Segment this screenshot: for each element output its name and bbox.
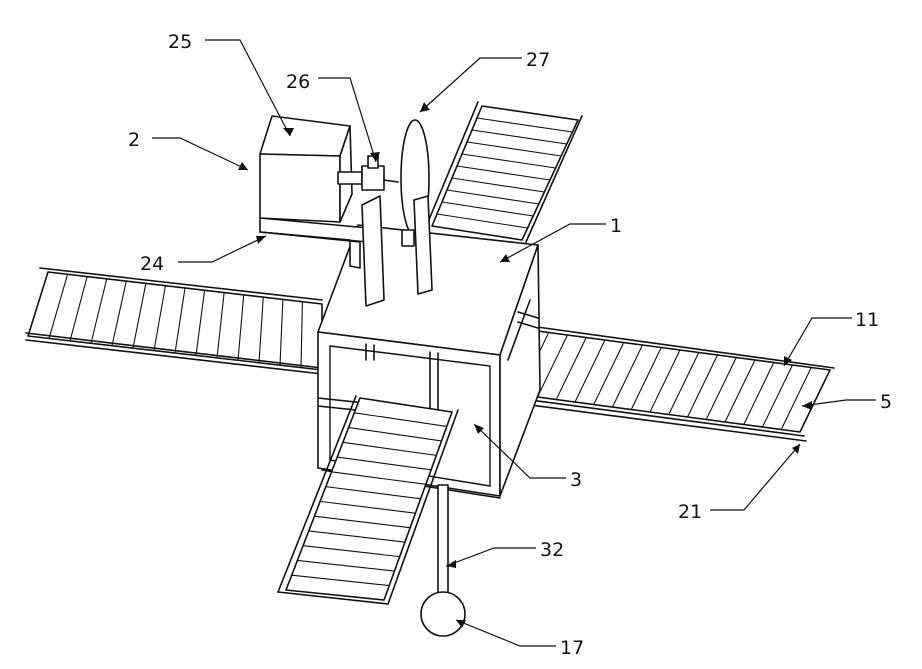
- right-ladder-panel: [500, 326, 834, 441]
- front-ladder-panel: [278, 396, 458, 604]
- back-ladder-panel: [428, 102, 582, 242]
- label-32: 32: [540, 539, 564, 561]
- label-27: 27: [526, 49, 550, 71]
- label-2: 2: [128, 129, 140, 151]
- label-3: 3: [570, 469, 582, 491]
- label-1: 1: [610, 215, 622, 237]
- label-5: 5: [880, 391, 892, 413]
- label-26: 26: [286, 71, 310, 93]
- label-21: 21: [678, 501, 702, 523]
- label-17: 17: [560, 637, 584, 659]
- label-25: 25: [168, 31, 192, 53]
- label-24: 24: [140, 253, 164, 275]
- bottom-pole-and-ball: [421, 485, 465, 636]
- left-ladder-panel: [26, 268, 322, 374]
- label-11: 11: [855, 309, 879, 331]
